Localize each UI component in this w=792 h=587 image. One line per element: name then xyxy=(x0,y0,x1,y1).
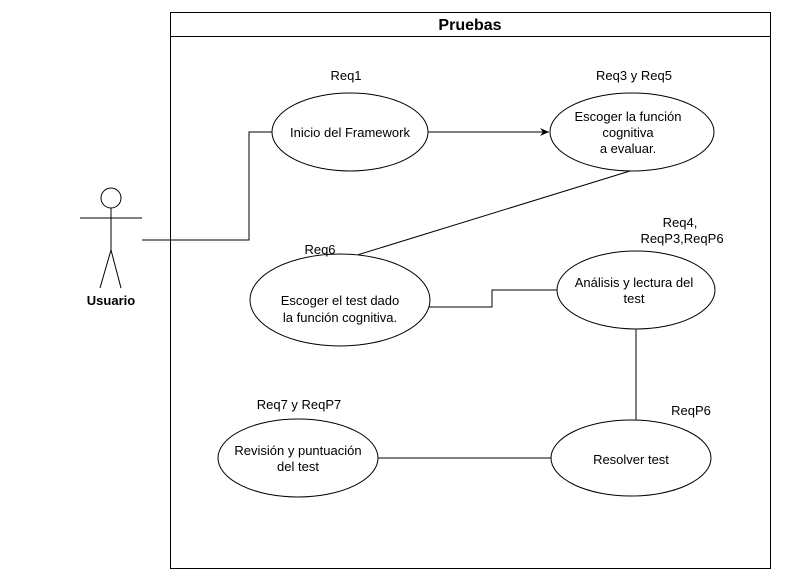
actor-usuario[interactable]: Usuario xyxy=(80,187,142,308)
req-label: ReqP6 xyxy=(671,403,711,418)
use-case-label: test xyxy=(624,291,645,306)
use-case-label: Análisis y lectura del xyxy=(575,275,694,290)
actor-right-leg xyxy=(110,249,122,289)
connector-actor-inicio xyxy=(142,131,272,241)
actor-left-leg xyxy=(99,249,112,289)
req-label: Req3 y Req5 xyxy=(596,68,672,83)
req-label: ReqP3,ReqP6 xyxy=(640,231,723,246)
use-case-label: Inicio del Framework xyxy=(290,125,410,140)
use-case-label: la función cognitiva. xyxy=(283,310,397,325)
use-case-label: Escoger la función xyxy=(575,109,682,124)
actor-label: Usuario xyxy=(87,293,135,308)
use-case-escoger-funcion[interactable]: Escoger la función cognitiva a evaluar. xyxy=(549,92,715,172)
use-case-analisis[interactable]: Análisis y lectura del test xyxy=(556,250,716,330)
arrow-escoger-funcion-escoger-test xyxy=(340,170,631,262)
req-label: Req7 y ReqP7 xyxy=(257,397,342,412)
req-label: Req6 xyxy=(304,242,335,257)
connector-escoger-test-analisis xyxy=(428,289,557,308)
actor-head xyxy=(100,187,122,209)
use-case-revision[interactable]: Revisión y puntuación del test xyxy=(217,418,379,498)
use-case-escoger-test[interactable]: Escoger el test dado la función cognitiv… xyxy=(249,253,431,347)
use-case-label: a evaluar. xyxy=(600,141,656,156)
use-case-resolver[interactable]: Resolver test xyxy=(550,419,712,497)
use-case-label: cognitiva xyxy=(602,125,654,140)
system-title: Pruebas xyxy=(438,17,501,34)
use-case-inicio-framework[interactable]: Inicio del Framework xyxy=(271,92,429,172)
use-case-label: Escoger el test dado xyxy=(281,293,400,308)
req-label: Req1 xyxy=(330,68,361,83)
use-case-label: del test xyxy=(277,459,319,474)
use-case-label: Revisión y puntuación xyxy=(234,443,361,458)
req-label: Req4, xyxy=(663,215,698,230)
use-case-label: Resolver test xyxy=(593,452,669,467)
